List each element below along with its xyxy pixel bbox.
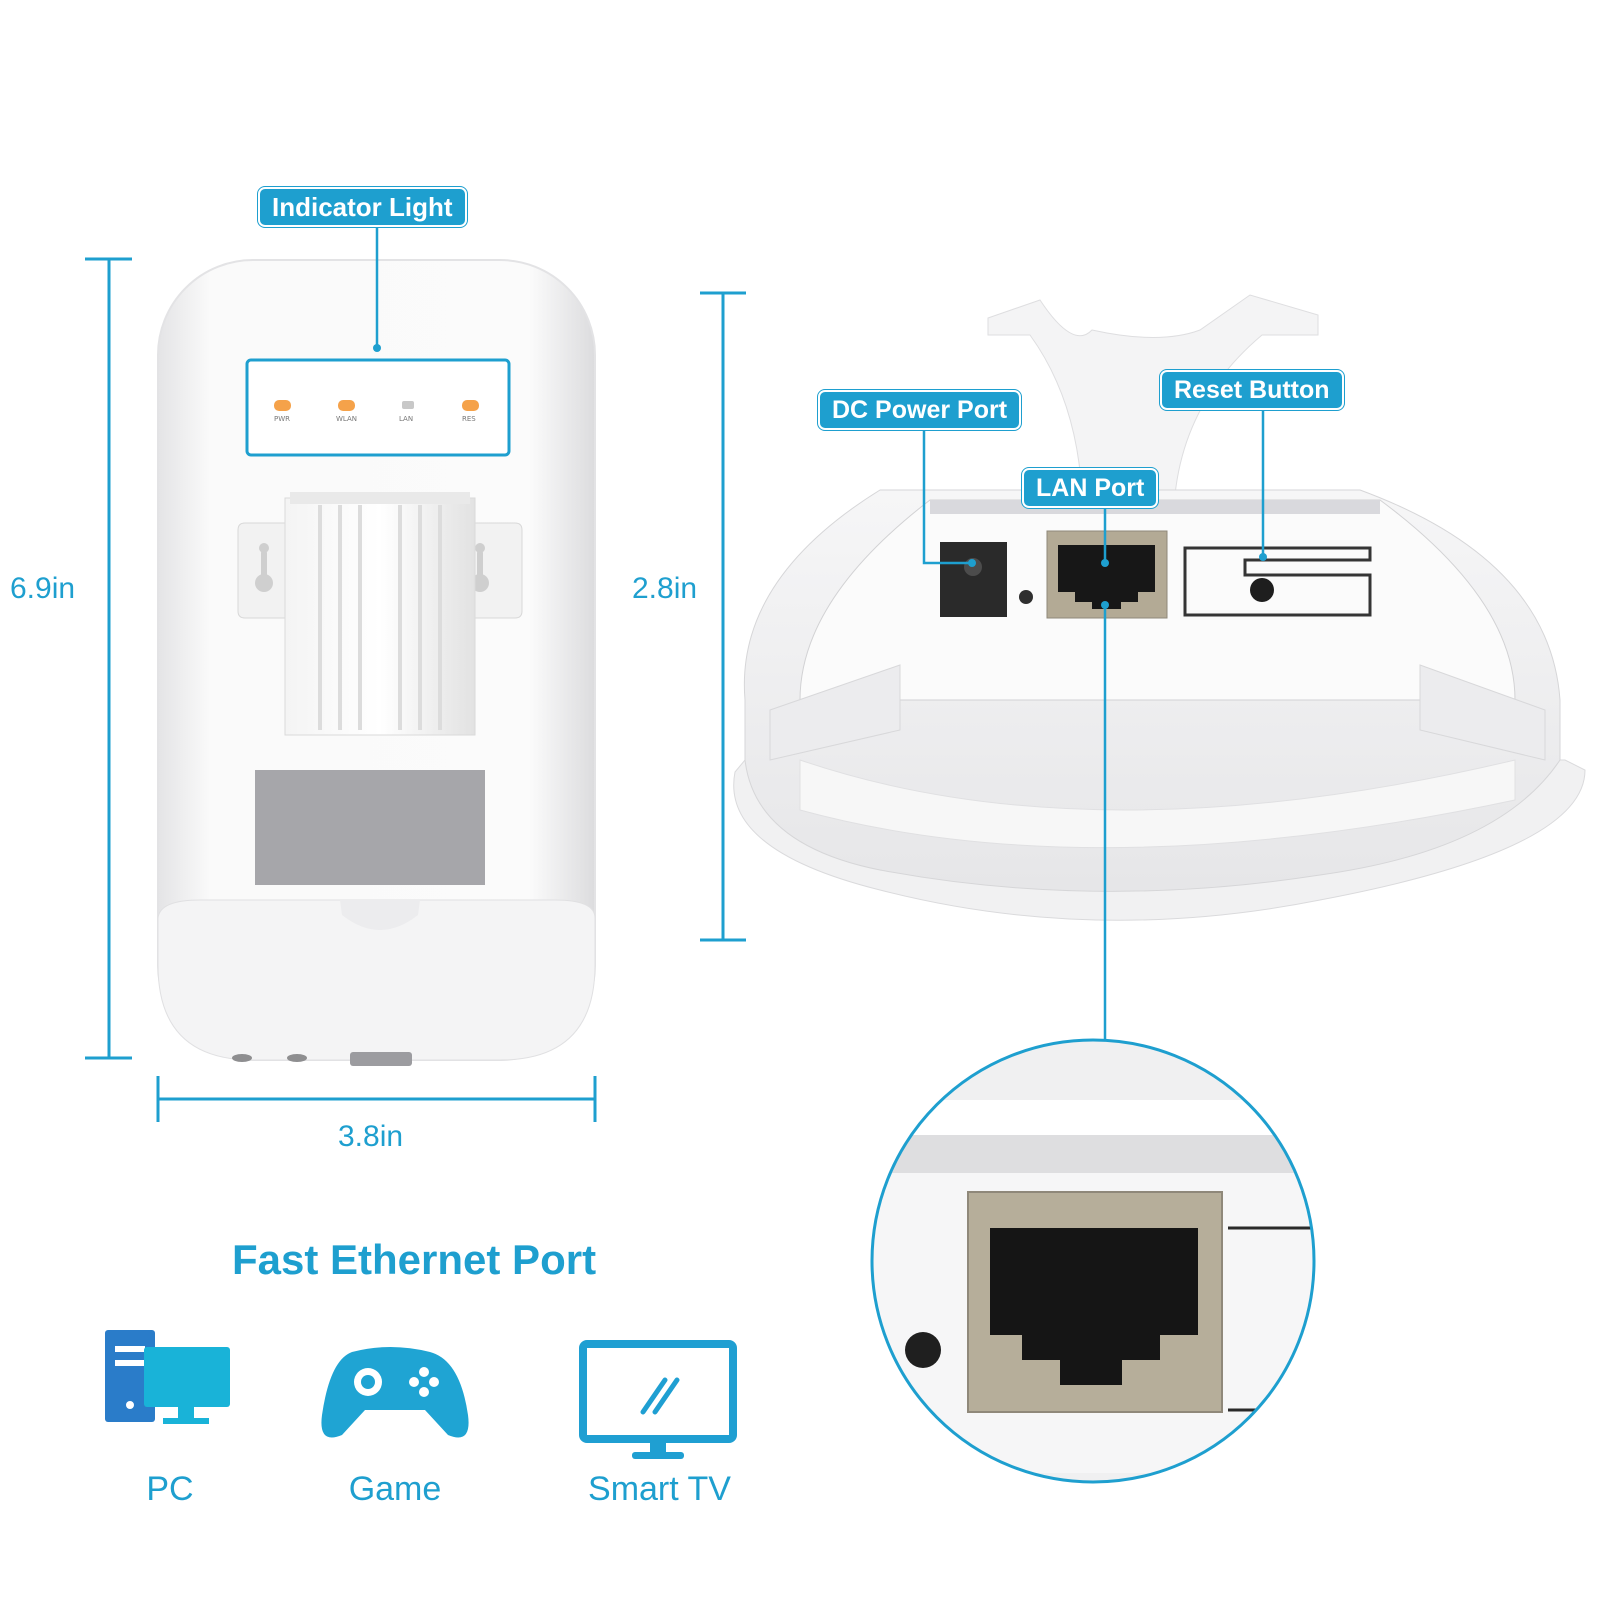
- width-dimension-line: [156, 1076, 597, 1122]
- dc-power-connector-line: [922, 422, 972, 565]
- led-lan: [402, 401, 414, 409]
- led-label-res: RES: [462, 415, 476, 423]
- height-dimension-line: [85, 257, 132, 1060]
- callout-reset-button: Reset Button: [1160, 370, 1344, 410]
- gamepad-icon: [321, 1347, 469, 1438]
- depth-dimension-label: 2.8in: [632, 572, 698, 605]
- callout-lan-port: LAN Port: [1022, 468, 1159, 508]
- reset-button-hole: [1250, 578, 1274, 602]
- device-label-plate: [255, 770, 485, 885]
- led-label-lan: LAN: [399, 415, 414, 423]
- device-label-game: Game: [348, 1470, 442, 1508]
- device-label-pc: PC: [146, 1470, 194, 1508]
- dc-power-jack: [940, 542, 1007, 617]
- led-label-wlan: WLAN: [336, 415, 358, 423]
- device-front-view: [157, 259, 596, 1066]
- callout-dc-power-port: DC Power Port: [818, 390, 1022, 430]
- smart-tv-icon: [579, 1340, 737, 1459]
- height-dimension-label: 6.9in: [10, 572, 76, 605]
- lan-port-zoom: [870, 1038, 1316, 1484]
- led-res: [462, 400, 479, 411]
- led-pwr: [274, 400, 291, 411]
- width-dimension-label: 3.8in: [338, 1120, 404, 1153]
- depth-dimension-line: [700, 291, 746, 942]
- led-wlan: [338, 400, 355, 411]
- callout-indicator-light: Indicator Light: [258, 187, 467, 227]
- indicator-panel-highlight: [245, 358, 511, 457]
- device-bottom-view: [733, 294, 1586, 921]
- mounting-bracket: [237, 492, 523, 736]
- pc-icon: [105, 1330, 230, 1424]
- device-label-smart-tv: Smart TV: [588, 1470, 731, 1508]
- section-heading: Fast Ethernet Port: [232, 1236, 597, 1283]
- led-label-pwr: PWR: [274, 415, 291, 423]
